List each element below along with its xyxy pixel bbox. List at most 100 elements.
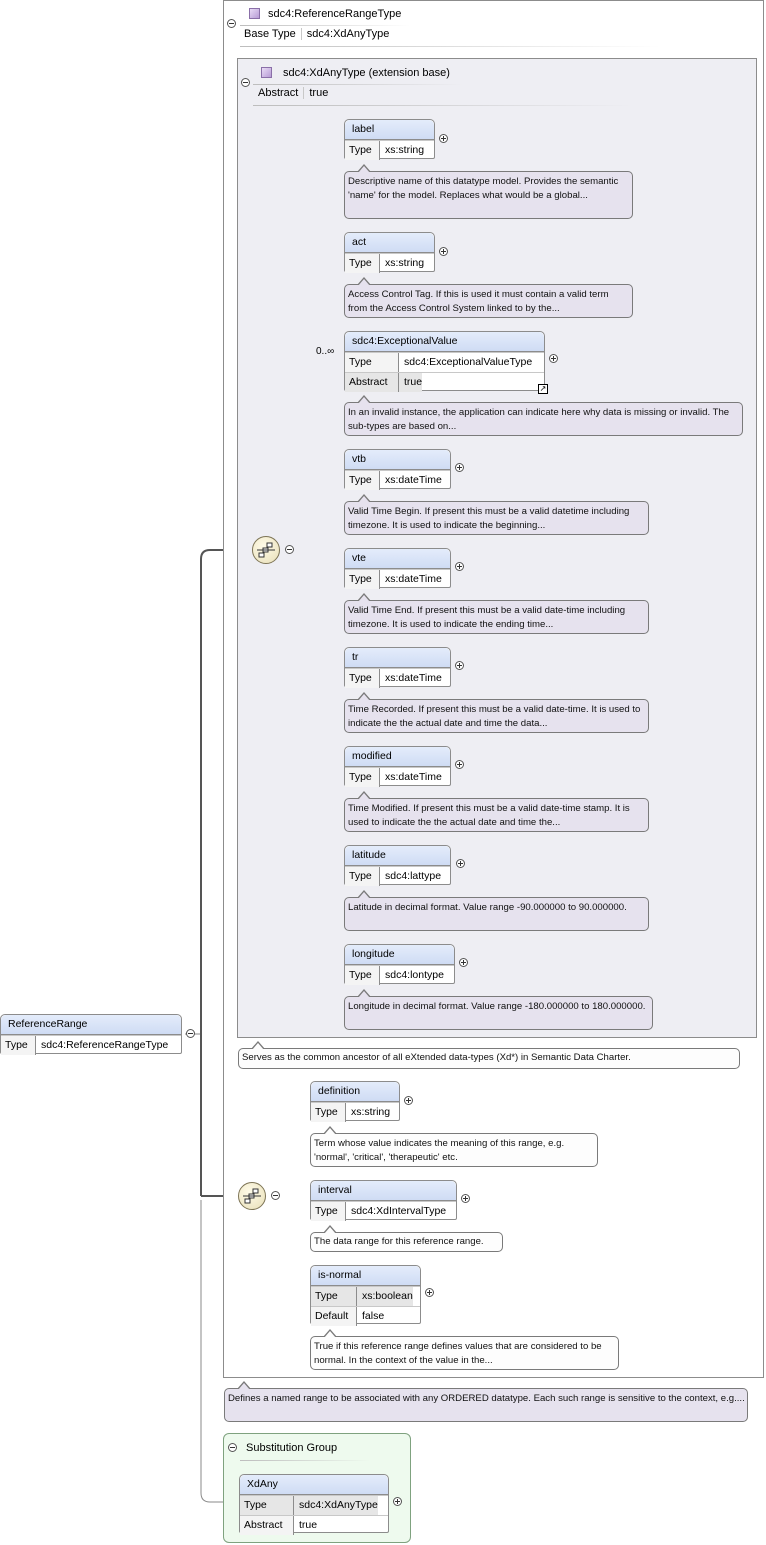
doc-note-tr: Time Recorded. If present this must be a… xyxy=(344,692,649,733)
abstract-key: Abstract xyxy=(253,87,305,99)
occurrence-label: 0..∞ xyxy=(316,346,335,357)
element-name: latitude xyxy=(345,846,450,866)
abstract-value: true xyxy=(309,87,329,99)
jump-arrow-icon[interactable]: ↗ xyxy=(538,384,548,394)
expand-toggle[interactable] xyxy=(549,354,558,363)
type-key: Type xyxy=(345,669,380,688)
element-modified[interactable]: modified Type xs:dateTime xyxy=(344,746,451,787)
doc-note-exceptional-value: In an invalid instance, the application … xyxy=(344,395,743,436)
element-longitude[interactable]: longitude Type sdc4:lontype xyxy=(344,944,455,985)
root-element-name: ReferenceRange xyxy=(1,1015,181,1035)
base-type-key: Base Type xyxy=(239,28,302,40)
doc-note-modified: Time Modified. If present this must be a… xyxy=(344,791,649,832)
extension-base-name: sdc4:XdAnyType (extension base) xyxy=(283,67,450,79)
type-value: xs:dateTime xyxy=(385,672,442,684)
doc-note-is-normal: True if this reference range defines val… xyxy=(310,1329,619,1370)
expand-toggle[interactable] xyxy=(459,958,468,967)
expand-toggle[interactable] xyxy=(404,1096,413,1105)
type-key: Type xyxy=(345,768,380,787)
expand-toggle[interactable] xyxy=(455,760,464,769)
doc-note-extension-base: Serves as the common ancestor of all eXt… xyxy=(238,1041,740,1069)
element-exceptional-value[interactable]: sdc4:ExceptionalValue Type sdc4:Exception… xyxy=(344,331,548,394)
doc-note-vte: Valid Time End. If present this must be … xyxy=(344,593,649,634)
element-name: is-normal xyxy=(311,1266,420,1286)
doc-note-longitude: Longitude in decimal format. Value range… xyxy=(344,989,653,1030)
type-key: Type xyxy=(345,471,380,490)
doc-note-latitude: Latitude in decimal format. Value range … xyxy=(344,890,649,931)
root-type-row: Type sdc4:ReferenceRangeType xyxy=(1,1035,181,1055)
expand-toggle[interactable] xyxy=(456,859,465,868)
sequence-compositor-icon[interactable] xyxy=(252,536,280,564)
expand-toggle[interactable] xyxy=(439,247,448,256)
element-name: modified xyxy=(345,747,450,767)
default-key: Default xyxy=(311,1307,357,1326)
type-key: Type xyxy=(240,1496,294,1515)
type-key: Type xyxy=(345,254,380,273)
type-value: xs:string xyxy=(385,257,425,269)
sequence-collapse-toggle[interactable] xyxy=(271,1191,280,1200)
type-key: Type xyxy=(311,1202,346,1221)
expand-toggle[interactable] xyxy=(425,1288,434,1297)
expand-toggle[interactable] xyxy=(439,134,448,143)
type-key: Type xyxy=(345,141,380,160)
element-name: definition xyxy=(311,1082,399,1102)
doc-note-interval: The data range for this reference range. xyxy=(310,1225,503,1252)
type-key: Type xyxy=(345,966,380,985)
abstract-value: true xyxy=(399,373,423,392)
root-type-value: sdc4:ReferenceRangeType xyxy=(41,1039,169,1051)
type-value: sdc4:lattype xyxy=(385,870,442,882)
abstract-key: Abstract xyxy=(240,1516,294,1535)
doc-note-vtb: Valid Time Begin. If present this must b… xyxy=(344,494,649,535)
type-key: Type xyxy=(345,353,399,372)
complex-type-base-row: Base Type sdc4:XdAnyType xyxy=(239,28,394,40)
type-value: sdc4:ExceptionalValueType xyxy=(404,356,533,368)
sequence-collapse-toggle[interactable] xyxy=(285,545,294,554)
element-name: act xyxy=(345,233,434,253)
expand-toggle[interactable] xyxy=(393,1497,402,1506)
expand-toggle[interactable] xyxy=(455,661,464,670)
type-value: xs:dateTime xyxy=(385,474,442,486)
type-value: sdc4:XdAnyType xyxy=(294,1496,378,1515)
element-name: interval xyxy=(311,1181,456,1201)
expand-toggle[interactable] xyxy=(461,1194,470,1203)
extension-base-icon xyxy=(261,67,272,78)
abstract-value: true xyxy=(299,1519,318,1531)
root-element-box[interactable]: ReferenceRange Type sdc4:ReferenceRangeT… xyxy=(0,1014,182,1055)
type-value: xs:dateTime xyxy=(385,771,442,783)
doc-note-label: Descriptive name of this datatype model.… xyxy=(344,164,633,219)
type-value: sdc4:lontype xyxy=(385,969,444,981)
complex-type-icon xyxy=(249,8,260,19)
root-collapse-toggle[interactable] xyxy=(186,1029,195,1038)
element-vte[interactable]: vte Type xs:dateTime xyxy=(344,548,451,589)
extension-base-collapse-toggle[interactable] xyxy=(241,78,250,87)
element-name: tr xyxy=(345,648,450,668)
root-type-key: Type xyxy=(1,1036,36,1055)
substitution-group-collapse-toggle[interactable] xyxy=(228,1443,237,1452)
complex-type-name: sdc4:ReferenceRangeType xyxy=(268,8,402,20)
element-name: XdAny xyxy=(240,1475,388,1495)
element-tr[interactable]: tr Type xs:dateTime xyxy=(344,647,451,688)
doc-note-act: Access Control Tag. If this is used it m… xyxy=(344,277,633,318)
type-key: Type xyxy=(311,1103,346,1122)
sequence-compositor-icon-extension[interactable] xyxy=(238,1182,266,1210)
element-name: vte xyxy=(345,549,450,569)
type-value: sdc4:XdIntervalType xyxy=(351,1205,447,1217)
expand-toggle[interactable] xyxy=(455,562,464,571)
element-name: label xyxy=(345,120,434,140)
type-key: Type xyxy=(345,570,380,589)
element-act[interactable]: act Type xs:string xyxy=(344,232,435,273)
element-name: sdc4:ExceptionalValue xyxy=(345,332,544,352)
default-value: false xyxy=(362,1310,385,1322)
element-interval[interactable]: interval Type sdc4:XdIntervalType xyxy=(310,1180,457,1221)
element-name: longitude xyxy=(345,945,454,965)
type-value: xs:dateTime xyxy=(385,573,442,585)
complex-type-collapse-toggle[interactable] xyxy=(227,19,236,28)
base-type-value: sdc4:XdAnyType xyxy=(306,28,390,40)
expand-toggle[interactable] xyxy=(455,463,464,472)
